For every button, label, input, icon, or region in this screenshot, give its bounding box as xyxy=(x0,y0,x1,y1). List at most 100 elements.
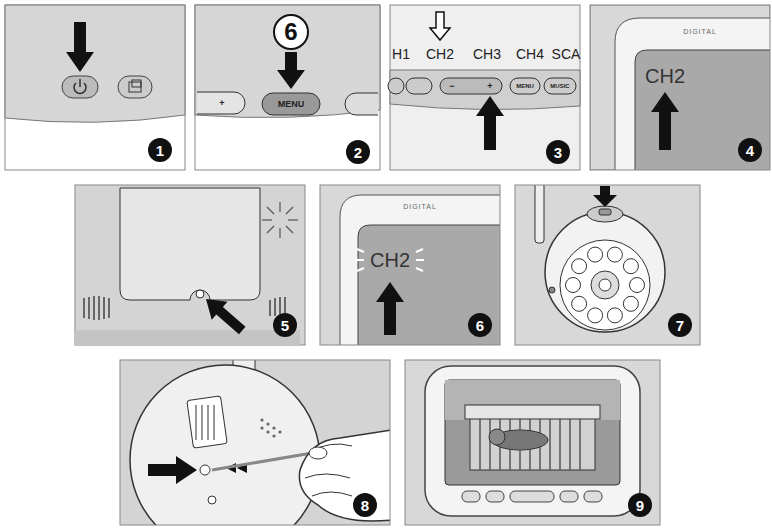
panel-five xyxy=(286,207,293,214)
screen-channel: CH2 xyxy=(370,250,410,270)
panel-seven xyxy=(566,247,645,323)
panel-five xyxy=(98,296,100,320)
panel-one xyxy=(118,76,152,98)
callout-number: 9 xyxy=(628,493,652,517)
panel-eight xyxy=(187,396,227,448)
panel-three xyxy=(440,78,502,94)
panel-one xyxy=(62,76,98,98)
panel-eight xyxy=(266,430,269,433)
panel-five xyxy=(279,202,280,212)
channel-label: CH3 xyxy=(473,47,501,61)
panel-border xyxy=(590,5,770,170)
panel-nine xyxy=(559,418,561,470)
panel-one xyxy=(5,5,185,122)
panel-three xyxy=(430,12,450,40)
panel-five xyxy=(284,297,286,313)
panel-one xyxy=(5,5,185,170)
panel-five xyxy=(120,188,260,300)
panel-nine xyxy=(489,418,491,470)
panel-six xyxy=(320,185,500,345)
panel-eight xyxy=(120,360,390,525)
panel-seven xyxy=(572,296,587,311)
button-label: − xyxy=(449,82,454,91)
panel-five xyxy=(103,297,105,319)
panel-border xyxy=(120,360,390,525)
panel-eight xyxy=(278,430,281,433)
callout-number: 6 xyxy=(468,313,492,337)
panel-three xyxy=(544,78,576,94)
button-label: MENU xyxy=(516,83,534,89)
panel-two xyxy=(195,5,380,170)
panel-nine xyxy=(405,360,660,525)
panel-three xyxy=(476,96,504,150)
panel-eight xyxy=(299,430,390,521)
panel-five xyxy=(75,330,300,345)
panel-six xyxy=(357,268,364,271)
panel-seven xyxy=(591,271,619,299)
panel-eight xyxy=(260,418,281,437)
panel-eight xyxy=(148,456,197,484)
panel-five xyxy=(93,296,95,320)
panel-four xyxy=(615,18,770,170)
screen-channel: CH2 xyxy=(645,66,685,86)
panel-six xyxy=(416,259,424,261)
panel-six xyxy=(356,259,364,261)
panel-nine xyxy=(579,418,581,470)
panel-eight xyxy=(266,422,269,425)
callout-number: 5 xyxy=(273,313,297,337)
panel-eight xyxy=(272,426,275,429)
panel-two xyxy=(262,93,320,115)
panel-seven xyxy=(545,212,665,332)
panel-eight xyxy=(207,405,209,440)
panel-nine xyxy=(480,418,580,470)
panel-border xyxy=(515,185,700,345)
panel-nine xyxy=(560,491,578,502)
panel-seven xyxy=(623,296,638,311)
panel-seven xyxy=(587,206,623,222)
panel-five xyxy=(288,219,298,220)
panel-three xyxy=(406,78,432,94)
panel-eight xyxy=(312,492,352,496)
panel-seven xyxy=(566,278,581,293)
callout-number: 4 xyxy=(738,138,762,162)
panel-five xyxy=(279,297,281,315)
panel-two xyxy=(345,93,378,115)
channel-label: H1 xyxy=(392,47,410,61)
panel-eight xyxy=(305,474,350,478)
screen-brand: DIGITAL xyxy=(403,203,437,210)
button-label: + xyxy=(487,82,492,91)
panel-nine xyxy=(486,491,504,502)
panel-six xyxy=(416,268,423,271)
panel-five xyxy=(267,226,274,233)
panel-nine xyxy=(465,405,600,419)
panel-nine xyxy=(445,380,620,420)
panel-seven xyxy=(599,279,611,291)
panel-five xyxy=(198,290,250,340)
panel-eight xyxy=(200,465,210,475)
panel-five xyxy=(75,185,305,345)
panel-six xyxy=(358,225,500,345)
panel-nine xyxy=(425,366,640,516)
callout-number: 2 xyxy=(346,140,370,164)
panel-seven xyxy=(572,259,587,274)
panel-five xyxy=(262,219,272,220)
panel-border xyxy=(405,360,660,525)
callout-number: 8 xyxy=(353,493,377,517)
panel-three xyxy=(388,78,404,94)
panel-seven xyxy=(515,185,700,345)
button-label: MUSIC xyxy=(550,83,569,89)
panel-eight xyxy=(309,447,327,459)
panel-nine xyxy=(405,360,660,525)
panel-one xyxy=(79,79,81,87)
panel-five xyxy=(75,185,305,345)
panel-five xyxy=(88,297,90,319)
panel-seven xyxy=(593,186,617,207)
panel-seven xyxy=(549,287,555,293)
panel-five xyxy=(108,298,110,318)
panel-seven xyxy=(560,240,650,330)
panel-five xyxy=(269,300,271,316)
panel-nine xyxy=(584,491,602,502)
panel-nine xyxy=(445,380,620,485)
panel-eight xyxy=(195,405,197,440)
panel-eight xyxy=(260,418,263,421)
